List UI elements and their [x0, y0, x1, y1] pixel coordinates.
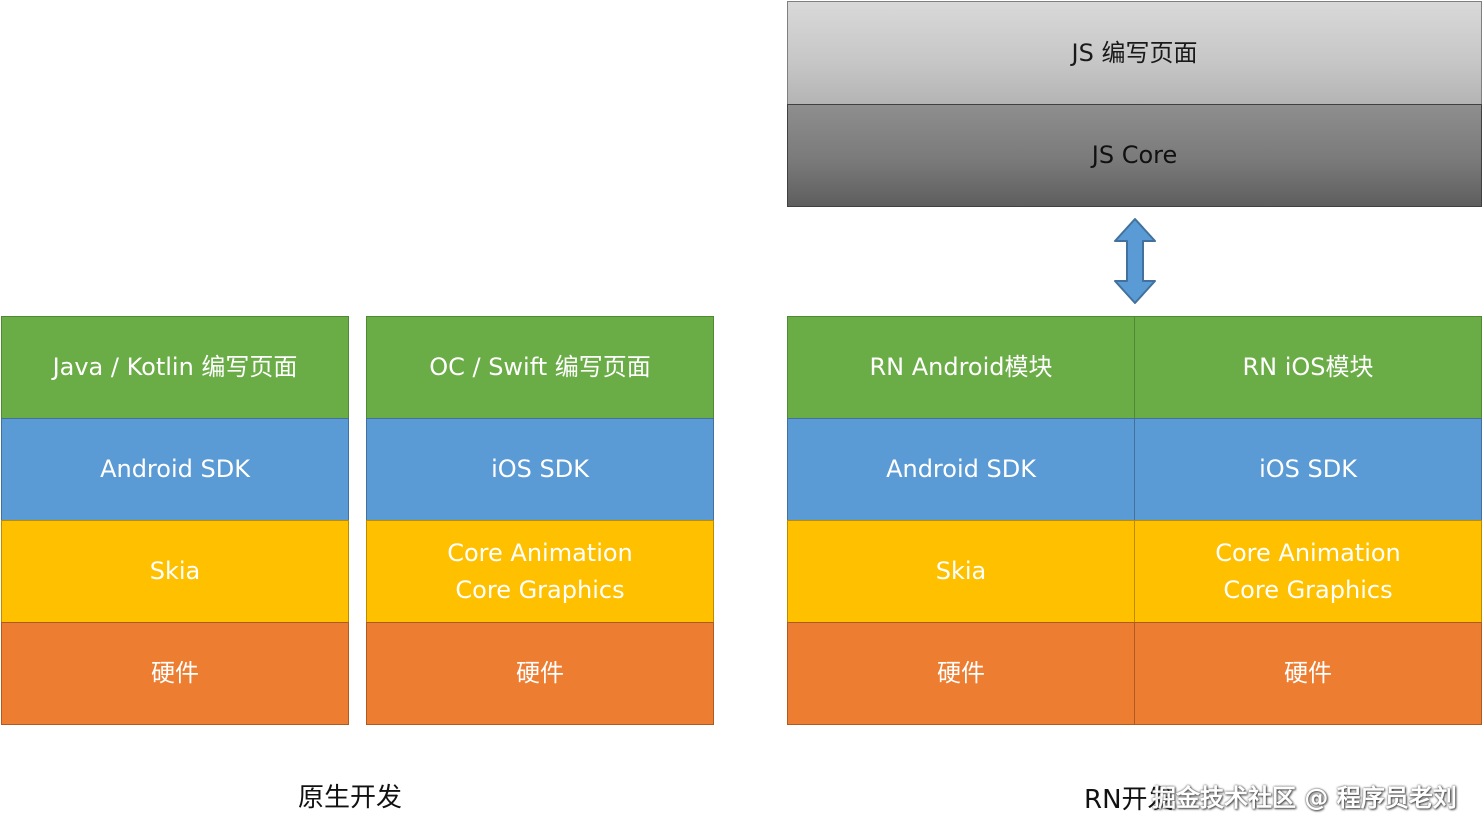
- rn-android-graphics-layer: Skia: [787, 520, 1135, 623]
- rn-android-hardware-label: 硬件: [937, 659, 985, 687]
- watermark: 掘金技术社区 @ 程序员老刘: [1152, 784, 1457, 812]
- native-android-hardware-layer: 硬件: [1, 622, 349, 725]
- rn-ios-sdk-layer: iOS SDK: [1134, 418, 1482, 521]
- rn-ios-module-layer: RN iOS模块: [1134, 316, 1482, 419]
- rn-js-page-label: JS 编写页面: [1071, 38, 1198, 67]
- native-android-sdk-label: Android SDK: [100, 455, 250, 483]
- native-ios-page-layer: OC / Swift 编写页面: [366, 316, 714, 419]
- rn-android-sdk-label: Android SDK: [886, 455, 1036, 483]
- native-ios-graphics-layer: Core Animation Core Graphics: [366, 520, 714, 623]
- native-ios-hardware-label: 硬件: [516, 659, 564, 687]
- native-android-page-label: Java / Kotlin 编写页面: [52, 353, 298, 381]
- native-android-graphics-label: Skia: [149, 557, 201, 585]
- rn-ios-graphics-layer: Core Animation Core Graphics: [1134, 520, 1482, 623]
- native-ios-sdk-layer: iOS SDK: [366, 418, 714, 521]
- rn-android-module-layer: RN Android模块: [787, 316, 1135, 419]
- native-android-hardware-label: 硬件: [151, 659, 199, 687]
- rn-js-core-label: JS Core: [1091, 141, 1178, 169]
- rn-android-graphics-label: Skia: [935, 557, 987, 585]
- native-android-sdk-layer: Android SDK: [1, 418, 349, 521]
- native-ios-sdk-label: iOS SDK: [491, 455, 589, 483]
- rn-ios-module-label: RN iOS模块: [1242, 353, 1374, 381]
- native-ios-hardware-layer: 硬件: [366, 622, 714, 725]
- rn-js-page-layer: JS 编写页面: [787, 1, 1482, 105]
- rn-ios-sdk-label: iOS SDK: [1259, 455, 1357, 483]
- native-android-graphics-layer: Skia: [1, 520, 349, 623]
- rn-android-hardware-layer: 硬件: [787, 622, 1135, 725]
- bridge-double-arrow-icon: [1114, 218, 1156, 304]
- rn-ios-hardware-layer: 硬件: [1134, 622, 1482, 725]
- rn-ios-hardware-label: 硬件: [1284, 659, 1332, 687]
- rn-android-sdk-layer: Android SDK: [787, 418, 1135, 521]
- rn-js-core-layer: JS Core: [787, 104, 1482, 207]
- rn-android-module-label: RN Android模块: [869, 353, 1053, 381]
- rn-ios-graphics-line2: Core Graphics: [1223, 575, 1393, 604]
- native-ios-page-label: OC / Swift 编写页面: [429, 353, 651, 381]
- rn-ios-graphics-line1: Core Animation: [1215, 538, 1401, 567]
- native-ios-graphics-line1: Core Animation: [447, 538, 633, 567]
- native-ios-graphics-line2: Core Graphics: [455, 575, 625, 604]
- native-caption: 原生开发: [298, 783, 403, 813]
- rn-caption: RN开发: [1084, 785, 1174, 815]
- native-android-page-layer: Java / Kotlin 编写页面: [1, 316, 349, 419]
